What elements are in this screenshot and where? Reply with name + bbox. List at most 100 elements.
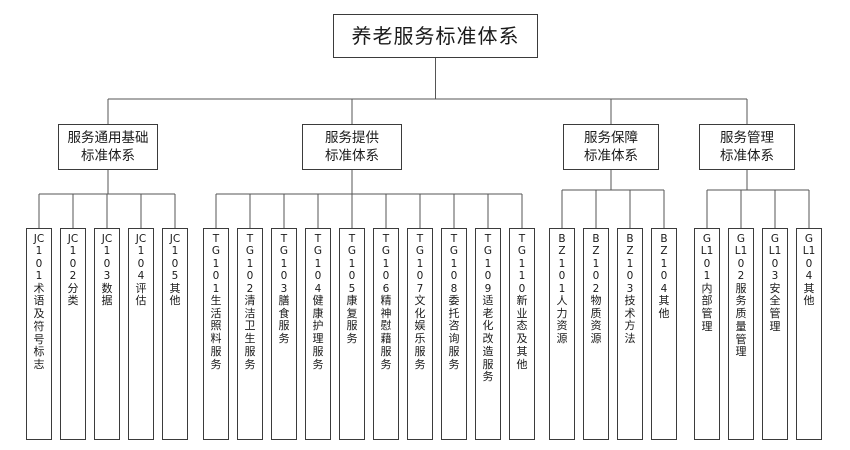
leaf-node-code: GL101 (700, 233, 714, 283)
leaf-node-name: 技术方法 (624, 293, 636, 346)
root-node-service-standard-system[interactable]: 养老服务标准体系 (333, 14, 538, 58)
leaf-node-name: 数据 (101, 281, 113, 308)
leaf-node-name: 适老化改造服务 (482, 293, 494, 384)
leaf-node-code: JC102 (67, 233, 79, 283)
branch-node-label: 服务通用基础 标准体系 (67, 129, 149, 164)
leaf-node-code: JC105 (169, 233, 181, 283)
leaf-node-name: 内部管理 (701, 281, 713, 333)
leaf-node-name: 健康护理服务 (312, 293, 324, 371)
leaf-node-code: JC104 (135, 233, 147, 283)
root-node-label: 养老服务标准体系 (351, 23, 520, 48)
branch-node-label: 服务保障 标准体系 (584, 129, 638, 164)
leaf-node-code: GL104 (802, 233, 816, 283)
leaf-node-code: TG110 (517, 233, 527, 295)
leaf-node-name: 术语及符号标志 (33, 281, 45, 371)
branch-node-general-basic[interactable]: 服务通用基础 标准体系 (58, 124, 158, 170)
leaf-node-name: 服务质量管理 (735, 281, 747, 359)
leaf-node-name: 文化娱乐服务 (414, 293, 426, 371)
leaf-node-code: BZ101 (558, 233, 566, 295)
leaf-node-name: 安全管理 (769, 281, 781, 333)
leaf-node-name: 新业态及其他 (516, 293, 528, 371)
leaf-node-code: TG101 (211, 233, 221, 295)
leaf-node-code: TG105 (347, 233, 357, 295)
leaf-node-code: TG106 (381, 233, 391, 295)
leaf-node-code: BZ103 (626, 233, 634, 295)
leaf-node-code: GL102 (734, 233, 748, 283)
leaf-node-code: TG107 (415, 233, 425, 295)
branch-node-label: 服务管理 标准体系 (720, 129, 774, 164)
leaf-node-code: BZ102 (592, 233, 600, 295)
leaf-node-name: 康复服务 (346, 293, 358, 346)
leaf-node-name: 清洁卫生服务 (244, 293, 256, 371)
leaf-node-name: 其他 (169, 281, 181, 308)
leaf-node-code: TG109 (483, 233, 493, 295)
branch-node-service-provision[interactable]: 服务提供 标准体系 (302, 124, 402, 170)
leaf-node-code: TG102 (245, 233, 255, 295)
leaf-node-name: 委托咨询服务 (448, 293, 460, 371)
leaf-node-name: 物质资源 (590, 293, 602, 346)
branch-node-label: 服务提供 标准体系 (325, 129, 379, 164)
leaf-node-code: JC103 (101, 233, 113, 283)
leaf-node-code: TG103 (279, 233, 289, 295)
branch-node-service-management[interactable]: 服务管理 标准体系 (699, 124, 795, 170)
leaf-node-code: TG104 (313, 233, 323, 295)
leaf-node-code: TG108 (449, 233, 459, 295)
leaf-node-name: 分类 (67, 281, 79, 308)
leaf-node-name: 膳食服务 (278, 293, 290, 346)
leaf-node-name: 人力资源 (556, 293, 568, 346)
leaf-node-name: 评估 (135, 281, 147, 308)
leaf-node-name: 生活照料服务 (210, 293, 222, 371)
branch-node-service-support[interactable]: 服务保障 标准体系 (563, 124, 659, 170)
leaf-node-code: JC101 (33, 233, 45, 283)
leaf-node-name: 精神慰藉服务 (380, 293, 392, 371)
leaf-node-code: GL103 (768, 233, 782, 283)
leaf-node-code: BZ104 (660, 233, 668, 295)
